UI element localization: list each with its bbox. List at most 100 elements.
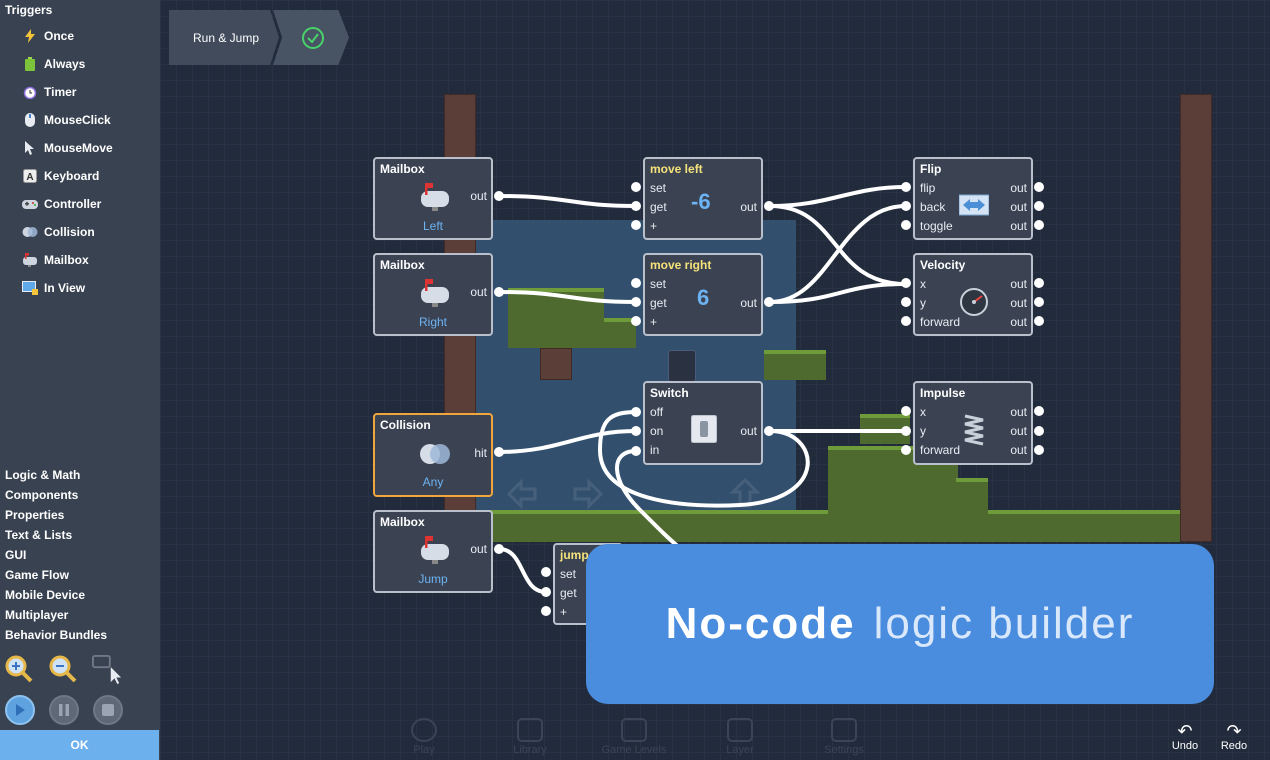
trigger-mouseclick[interactable]: MouseClick <box>22 110 111 130</box>
port-out[interactable] <box>764 201 774 211</box>
port-out[interactable] <box>494 447 504 457</box>
category-text-lists[interactable]: Text & Lists <box>5 528 73 542</box>
port-label-out: out <box>1010 405 1027 419</box>
port-in[interactable] <box>631 278 641 288</box>
category-behavior-bundles[interactable]: Behavior Bundles <box>5 628 108 642</box>
nav-library[interactable]: Library <box>500 718 560 756</box>
select-tool-button[interactable] <box>92 654 122 684</box>
port-out[interactable] <box>1034 426 1044 436</box>
port-in[interactable] <box>901 220 911 230</box>
port-in[interactable] <box>631 297 641 307</box>
banner-headline-secondary: logic builder <box>873 599 1135 648</box>
port-in[interactable] <box>631 426 641 436</box>
platform-step <box>604 318 636 348</box>
port-label-on: on <box>650 424 664 438</box>
node-move-right[interactable]: move right set get + 6 out <box>643 253 763 336</box>
port-out[interactable] <box>1034 406 1044 416</box>
node-switch[interactable]: Switch off on in out <box>643 381 763 465</box>
node-mailbox-right[interactable]: Mailbox out Right <box>373 253 493 336</box>
node-flip[interactable]: Flip flip back toggle out out out <box>913 157 1033 240</box>
port-in[interactable] <box>631 182 641 192</box>
port-out[interactable] <box>1034 316 1044 326</box>
port-label-out: out <box>740 200 757 214</box>
stop-button[interactable] <box>93 695 123 725</box>
port-label-back: back <box>920 200 946 214</box>
zoom-in-button[interactable] <box>4 654 34 684</box>
port-in[interactable] <box>541 587 551 597</box>
svg-text:A: A <box>26 172 33 183</box>
category-mobile-device[interactable]: Mobile Device <box>5 588 86 602</box>
port-label-flip: flip <box>920 181 936 195</box>
trigger-always[interactable]: Always <box>22 54 85 74</box>
port-label-y: y <box>920 296 926 310</box>
play-button[interactable] <box>5 695 35 725</box>
port-out[interactable] <box>764 297 774 307</box>
node-title: Mailbox <box>380 162 425 176</box>
port-out[interactable] <box>764 426 774 436</box>
trigger-collision[interactable]: Collision <box>22 222 95 242</box>
port-label-add: + <box>650 315 658 329</box>
port-out[interactable] <box>494 287 504 297</box>
category-logic-math[interactable]: Logic & Math <box>5 468 81 482</box>
port-in[interactable] <box>541 606 551 616</box>
port-in[interactable] <box>631 316 641 326</box>
port-in[interactable] <box>631 220 641 230</box>
port-out[interactable] <box>1034 201 1044 211</box>
port-in[interactable] <box>901 426 911 436</box>
port-out[interactable] <box>494 544 504 554</box>
port-in[interactable] <box>901 182 911 192</box>
nav-game-levels[interactable]: Game Levels <box>598 718 670 756</box>
node-mailbox-jump[interactable]: Mailbox out Jump <box>373 510 493 593</box>
port-out[interactable] <box>1034 297 1044 307</box>
undo-button[interactable]: ↶ Undo <box>1165 722 1205 752</box>
trigger-sidebar: Triggers Once Always Timer MouseClick Mo… <box>0 0 160 760</box>
port-label-hit: hit <box>474 446 487 460</box>
category-game-flow[interactable]: Game Flow <box>5 568 70 582</box>
nav-layer[interactable]: Layer <box>710 718 770 756</box>
port-out[interactable] <box>1034 445 1044 455</box>
category-gui[interactable]: GUI <box>5 548 27 562</box>
zoom-out-button[interactable] <box>48 654 78 684</box>
trigger-label: MouseMove <box>44 141 113 155</box>
trigger-once[interactable]: Once <box>22 26 74 46</box>
port-in[interactable] <box>901 201 911 211</box>
port-in[interactable] <box>901 278 911 288</box>
port-out[interactable] <box>1034 220 1044 230</box>
port-in[interactable] <box>631 446 641 456</box>
platform-upper-left <box>508 288 604 348</box>
node-collision[interactable]: Collision hit Any <box>373 413 493 497</box>
breadcrumb-item-run-jump[interactable]: Run & Jump <box>169 10 279 65</box>
category-components[interactable]: Components <box>5 488 79 502</box>
nav-settings[interactable]: Settings <box>814 718 874 756</box>
port-in[interactable] <box>541 567 551 577</box>
category-multiplayer[interactable]: Multiplayer <box>5 608 69 622</box>
redo-button[interactable]: ↷ Redo <box>1214 722 1254 752</box>
port-out[interactable] <box>1034 278 1044 288</box>
node-velocity[interactable]: Velocity x y forward out out out <box>913 253 1033 336</box>
trigger-mousemove[interactable]: MouseMove <box>22 138 113 158</box>
pause-button[interactable] <box>49 695 79 725</box>
port-out[interactable] <box>1034 182 1044 192</box>
port-in[interactable] <box>901 445 911 455</box>
trigger-timer[interactable]: Timer <box>22 82 76 102</box>
trigger-keyboard[interactable]: A Keyboard <box>22 166 99 186</box>
trigger-controller[interactable]: Controller <box>22 194 101 214</box>
port-in[interactable] <box>631 407 641 417</box>
port-out[interactable] <box>494 191 504 201</box>
zoom-out-icon <box>49 655 77 683</box>
variable-name: move right <box>650 258 712 272</box>
node-mailbox-left[interactable]: Mailbox out Left <box>373 157 493 240</box>
port-label-out: out <box>470 189 487 203</box>
port-in[interactable] <box>631 201 641 211</box>
port-in[interactable] <box>901 297 911 307</box>
nav-play[interactable]: Play <box>394 718 454 756</box>
trigger-mailbox[interactable]: Mailbox <box>22 250 89 270</box>
category-properties[interactable]: Properties <box>5 508 65 522</box>
port-in[interactable] <box>901 316 911 326</box>
port-in[interactable] <box>901 406 911 416</box>
node-move-left[interactable]: move left set get + -6 out <box>643 157 763 240</box>
ok-button[interactable]: OK <box>0 730 159 760</box>
nav-label: Game Levels <box>601 744 667 756</box>
trigger-in-view[interactable]: In View <box>22 278 85 298</box>
node-impulse[interactable]: Impulse x y forward out out out <box>913 381 1033 465</box>
